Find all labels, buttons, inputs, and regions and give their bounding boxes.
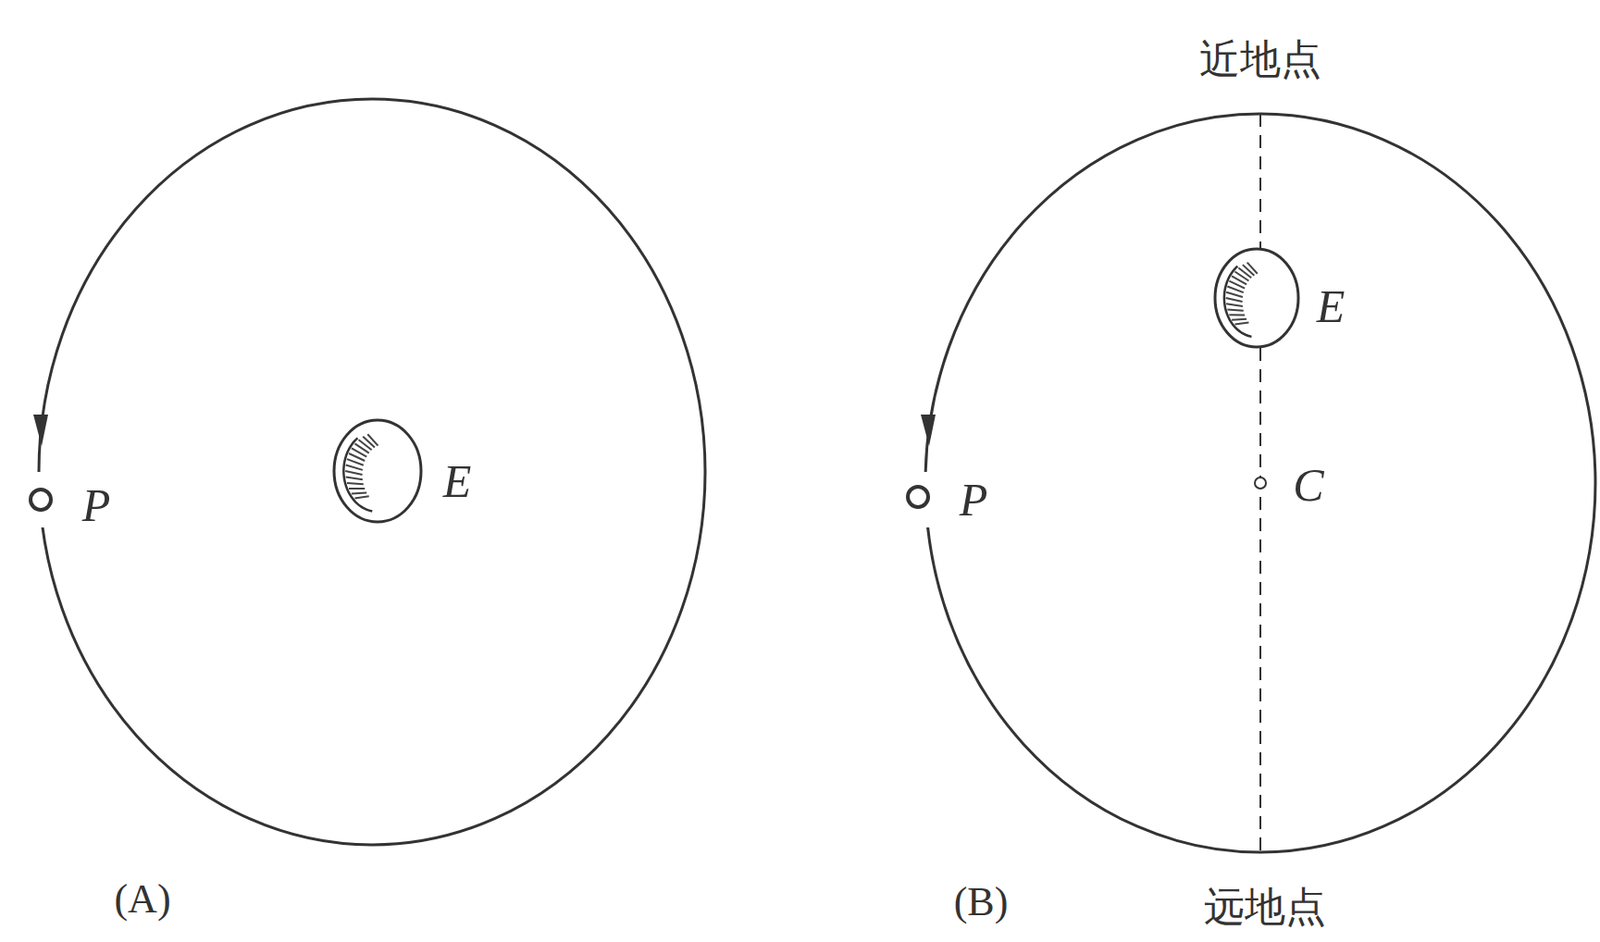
orbit-center	[1254, 477, 1266, 489]
hatch-stroke	[1247, 262, 1258, 274]
hatch-stroke	[1227, 309, 1243, 311]
hatch-stroke	[1242, 264, 1254, 276]
orbit	[925, 113, 1596, 853]
planet	[907, 486, 929, 508]
hatch-stroke	[1226, 292, 1243, 298]
point-label: E	[443, 458, 472, 505]
hatch-stroke	[1226, 297, 1243, 302]
hatch-stroke	[346, 464, 363, 470]
hatch-stroke	[345, 471, 362, 475]
caption-label: (A)	[113, 879, 171, 920]
hatch-stroke	[362, 436, 375, 448]
hatch-stroke	[1226, 303, 1243, 307]
direction-arrow	[920, 414, 936, 447]
hatch-stroke	[1234, 322, 1249, 324]
hatch-stroke	[1227, 286, 1243, 294]
caption-label: 近地点	[1199, 38, 1322, 80]
hatch-stroke	[1228, 313, 1245, 316]
hatch-stroke	[351, 492, 367, 494]
hatch-stroke	[1231, 318, 1247, 322]
point-label: E	[1316, 283, 1346, 330]
earth-shading	[343, 434, 378, 511]
point-label: C	[1292, 461, 1324, 509]
orbit-gap	[27, 471, 56, 528]
hatch-stroke	[346, 477, 363, 481]
planet	[30, 489, 51, 510]
point-label: P	[82, 482, 112, 529]
hatch-stroke	[348, 487, 365, 490]
earth	[334, 420, 422, 522]
caption-label: (B)	[954, 881, 1009, 923]
earth-shading	[1224, 262, 1258, 337]
direction-arrow	[33, 414, 49, 447]
point-label: P	[959, 476, 989, 523]
orbit	[38, 99, 706, 845]
earth	[1215, 248, 1299, 348]
hatch-stroke	[347, 483, 364, 484]
hatch-stroke	[367, 434, 378, 446]
hatch-stroke	[347, 458, 364, 466]
orbit-gap	[908, 471, 935, 528]
crescent-outline	[1224, 266, 1253, 337]
crescent-outline	[343, 437, 373, 511]
caption-label: 远地点	[1203, 886, 1327, 928]
hatch-stroke	[354, 496, 369, 498]
